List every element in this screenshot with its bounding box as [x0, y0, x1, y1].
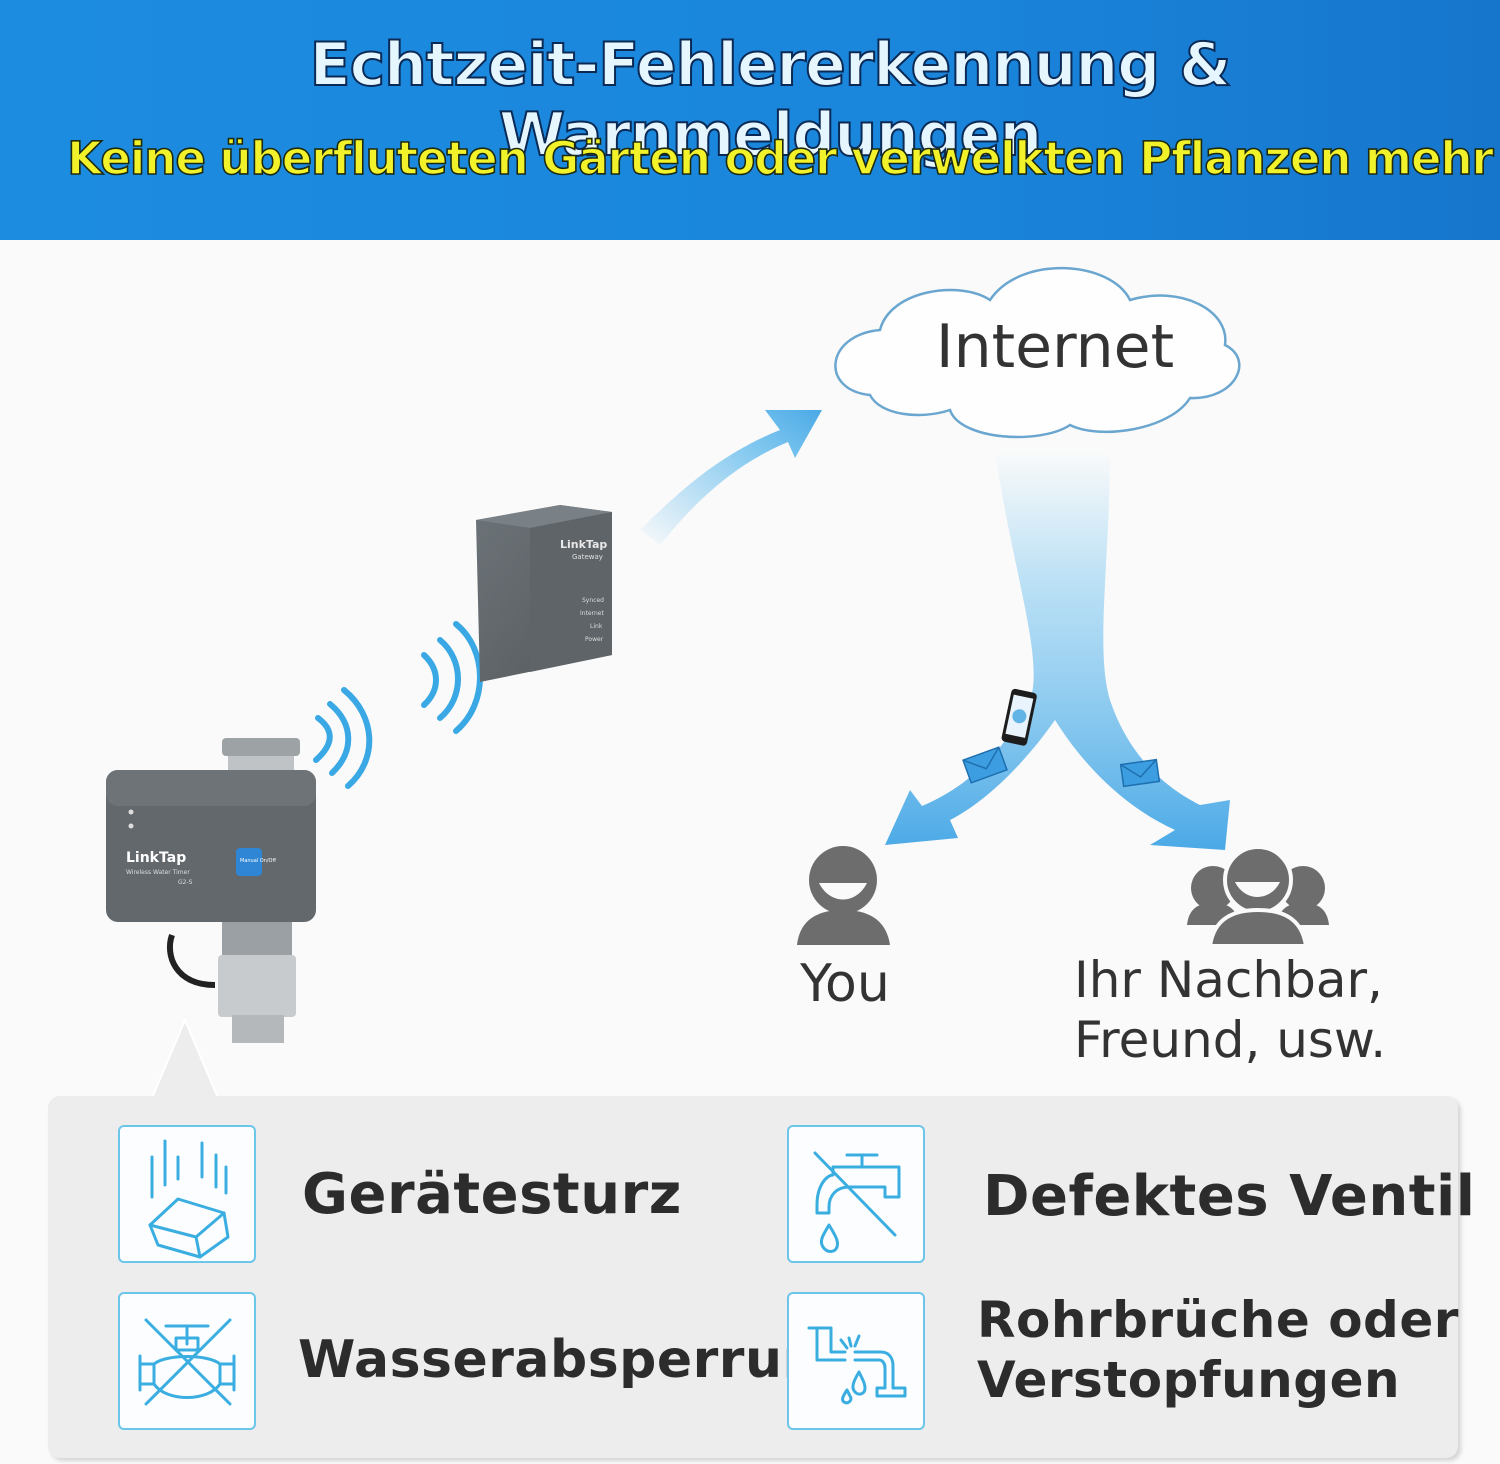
network-diagram: LinkTap Gateway Synced Internet Link Pow…: [106, 266, 1329, 1043]
group-icon: [1187, 845, 1329, 948]
internet-cloud: [834, 266, 1241, 439]
gateway-led-synced: Synced: [582, 597, 604, 604]
internet-label: Internet: [935, 312, 1175, 382]
gateway-model: Gateway: [572, 553, 603, 561]
alert-label-pipe-burst: Rohrbrüche oder Verstopfungen: [977, 1290, 1459, 1410]
gateway-led-power: Power: [585, 636, 604, 643]
neighbor-label: Ihr Nachbar, Freund, usw.: [1074, 950, 1386, 1070]
page-subtitle: Keine überfluteten Gärten oder verwelkte…: [66, 131, 1494, 186]
water-timer-device: LinkTap Wireless Water Timer G2-S Manual…: [106, 738, 316, 1043]
upload-arrow: [640, 410, 822, 545]
alert-label-pipe-burst-line2: Verstopfungen: [977, 1351, 1401, 1409]
email-icon-left: [962, 746, 1008, 784]
smartphone-icon: [1001, 688, 1037, 746]
timer-brand: LinkTap: [126, 850, 186, 866]
email-icon-right: [1119, 758, 1161, 788]
gateway-led-internet: Internet: [580, 610, 604, 617]
alert-item-device-fall: [118, 1125, 256, 1263]
neighbor-label-line2: Freund, usw.: [1074, 1011, 1387, 1069]
alert-item-broken-valve: [787, 1125, 925, 1263]
gateway-led-link: Link: [590, 623, 603, 630]
neighbor-label-line1: Ihr Nachbar,: [1074, 951, 1383, 1009]
header-banner: Echtzeit-Fehlererkennung & Warnmeldungen…: [0, 0, 1500, 240]
timer-product: Wireless Water Timer: [126, 869, 190, 876]
wifi-signal-upper: [421, 621, 483, 734]
alert-label-broken-valve: Defektes Ventil: [983, 1164, 1476, 1229]
alerts-panel: [48, 1096, 1458, 1458]
blocked-valve-icon: [138, 1318, 236, 1406]
alert-label-water-shutoff: Wasserabsperrung: [298, 1330, 858, 1390]
gateway-brand: LinkTap: [560, 538, 607, 551]
leaking-pipe-icon: [807, 1326, 907, 1405]
you-label: You: [800, 954, 890, 1014]
alert-item-water-shutoff: [118, 1292, 256, 1430]
callout-pointer: [152, 1018, 219, 1098]
alert-label-pipe-burst-line1: Rohrbrüche oder: [977, 1291, 1459, 1349]
alert-label-device-fall: Gerätesturz: [302, 1162, 682, 1227]
wifi-signal-lower: [313, 687, 373, 789]
user-icon: [797, 846, 890, 945]
alert-item-pipe-burst: [787, 1292, 925, 1430]
timer-manual-button: Manual On/Off: [240, 858, 276, 864]
broken-faucet-icon: [813, 1151, 901, 1253]
notification-arrows: [885, 450, 1230, 850]
falling-cube-icon: [148, 1139, 230, 1259]
gateway-device: LinkTap Gateway Synced Internet Link Pow…: [476, 505, 612, 682]
page-title: Echtzeit-Fehlererkennung & Warnmeldungen: [309, 29, 1233, 171]
timer-model: G2-S: [178, 879, 193, 886]
